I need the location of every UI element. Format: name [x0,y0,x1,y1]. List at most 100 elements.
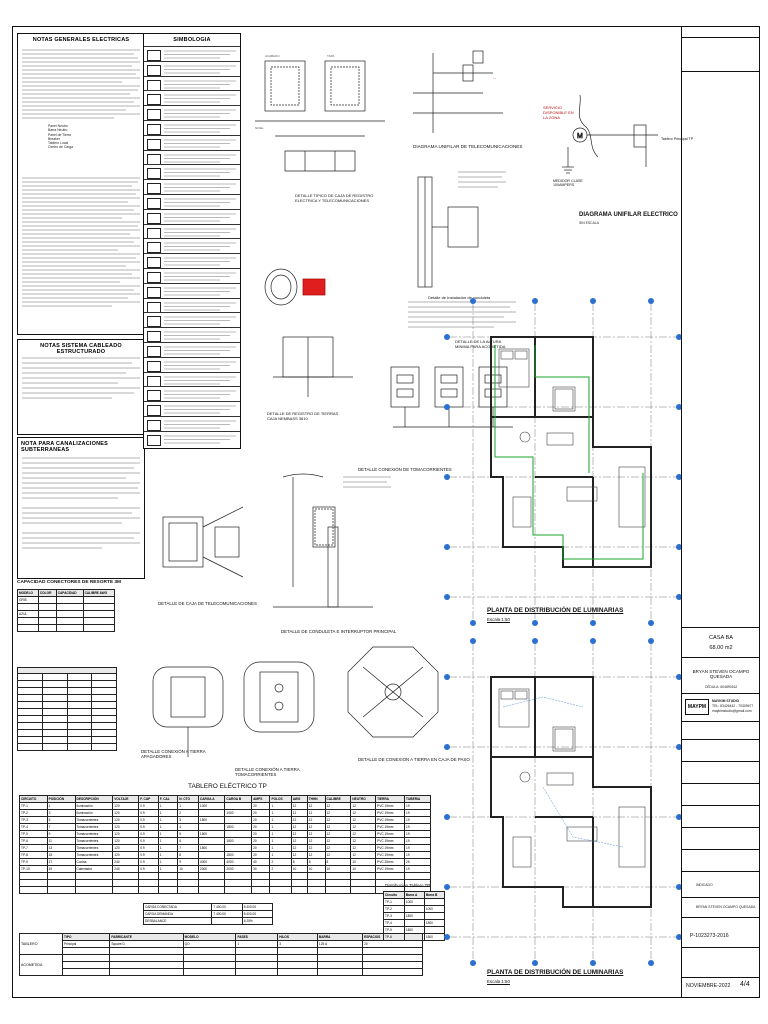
cell: 12 [306,837,326,845]
detail-altura-drawing [408,301,516,328]
cell: 1 [157,802,179,810]
cell: 7 400.00 [211,910,243,918]
cell: 12 [324,802,352,810]
symbol-icon [147,375,161,387]
cell: 240 [112,858,140,866]
cell: 8 [290,858,308,866]
cell: 12 [306,816,326,824]
cell: 8 400.00 [241,903,274,911]
col-header: AMPS [251,795,271,803]
cell: 12 [350,816,377,824]
svg-text:TAPA: TAPA [327,54,334,58]
cell: 125 A [316,940,364,948]
cell: 10 [350,865,377,873]
cell: TP-5 [383,926,405,934]
cell: 20 [251,830,271,838]
plan-2-title: PLANTA DE DISTRIBUCIÓN DE LUMINARIAS [487,969,624,976]
notes-electric-subitems: Panel Neutro Barra Neutro Panel de Tierr… [48,124,128,150]
cell: 1 [269,809,292,817]
detail-conduleta-drawing [417,171,506,288]
cell: TP-2 [383,905,405,913]
symbology-item [144,60,240,77]
cell: 12 [290,844,308,852]
symbol-icon [147,124,161,135]
sub-item: Panel de Tierra [48,132,71,137]
col-header: CALIBRE AWG [82,589,116,597]
cell [423,898,446,906]
issue-date: NOVIEMBRE-2022 [686,983,731,989]
col-header: MODELO [17,589,39,597]
diagram-electric-scale: SIN ESCALA [579,221,599,225]
cell: Tomacorrientes [74,816,114,824]
detail-altura-label: DETALLE DE LA ALTURA MINIMA PARA ACOMETI… [455,339,506,349]
cell: 1800 [403,912,425,920]
cell: 17 [46,858,76,866]
table-row: Principal Square D QO 1 3 125 A 20 [20,940,423,948]
cell: 4000 [197,858,226,866]
symbology-item [144,416,240,432]
detail-tierra-tomas-drawing [243,661,315,733]
cell [403,919,425,927]
col-header: F. CAL [157,795,179,803]
cell: TP-4 [19,823,48,831]
cell: Tomacorrientes [74,844,114,852]
cell: 0.9 [138,802,159,810]
cell: 0.9 [138,844,159,852]
cell: 9 [46,830,76,838]
cell: 12 [324,844,352,852]
cell: 12 [350,837,377,845]
cell: 12 [306,809,326,817]
cell: DESBALANCE [142,917,213,925]
col-header: N. CTO [177,795,199,803]
table-row [17,624,116,632]
detail-registro-tierras-label: DETALLE DE REGISTRO DE TIERRAS CAJA NEMB… [267,411,339,421]
cell: Square D [109,940,184,948]
symbol-icon [147,301,161,313]
symbology-item [144,164,240,180]
col-header: CAPACIDAD [55,589,84,597]
symbol-icon [147,360,161,372]
notes-electric-lines [22,48,140,328]
title-block: CASA BA 68.00 m2 BRYAN STEVEN OCAMPO QUE… [681,27,760,997]
cell: 1 [235,940,279,948]
cell: 1 [157,809,179,817]
cell: 7 [46,823,76,831]
cell [224,844,253,852]
cell [403,933,425,941]
cell: 25 [404,858,431,866]
cell: 19 [404,823,431,831]
symbology-item [144,282,240,299]
drawing-sheet: NOTAS GENERALES ELECTRICAS [12,26,760,998]
cell: 1800 [197,844,226,852]
symbol-icon [147,390,161,402]
cell: 2 [269,865,292,873]
notes-underground-lines [22,457,140,549]
col-header: CALIBRE [324,795,352,803]
cell: 15 [46,851,76,859]
cell: 6.25% [241,917,274,925]
symbology-item [144,208,240,225]
cell: 19 [404,802,431,810]
cell: 12 [306,830,326,838]
cell: TP-2 [19,809,48,817]
cell: 20 [251,823,271,831]
detail-tierra-apagadores-label: DETALLE CONEXIÓN A TIERRA APAGADORES [141,749,206,759]
cell: PVC 19mm [375,830,406,838]
symbology-item [144,238,240,254]
cell: 12 [306,844,326,852]
detail-caja-telecom-drawing [162,506,244,578]
symbology-item [144,179,240,195]
col-header: Circuito [383,891,405,899]
cell: TP-5 [19,830,48,838]
col-header: Barra A [403,891,425,899]
cell: 10 [306,865,326,873]
detail-caja-telecom-label: DETALLE DE CAJA DE TELECOMUNICACIONES [158,601,257,606]
col-header: F. CAP [138,795,159,803]
symbol-icon [147,346,161,357]
diagram-medidor-label: MEDIDOR CLASE 100AMPERS [553,179,583,187]
symbology-item [144,297,240,314]
cell: 20 [251,837,271,845]
